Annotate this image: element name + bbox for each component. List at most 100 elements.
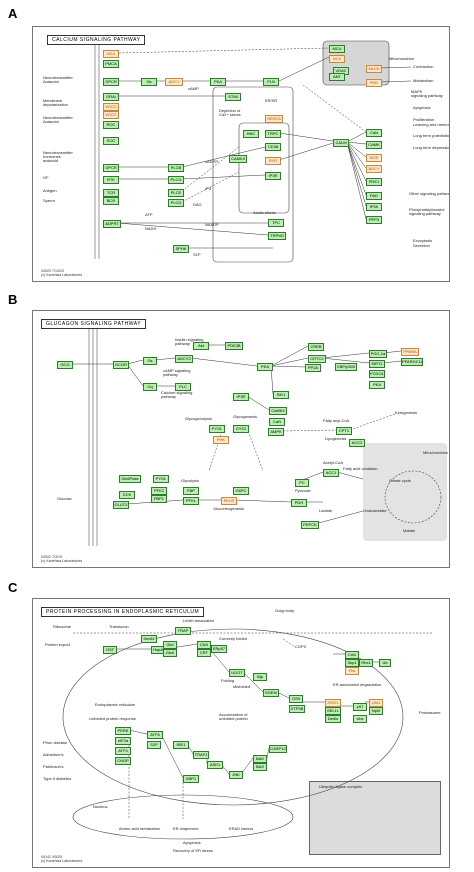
gene-node-pde1[interactable]: PDE1 <box>366 178 382 186</box>
gene-node-roc[interactable]: ROC <box>103 121 119 129</box>
gene-node-stim[interactable]: STIM <box>225 93 241 101</box>
gene-node-gcgr[interactable]: GCGR <box>113 361 129 369</box>
gene-node-s1p[interactable]: S1P <box>147 741 161 749</box>
gene-node-phk[interactable]: PHK <box>366 79 382 87</box>
gene-node-mcu[interactable]: MCU <box>329 45 345 53</box>
gene-node-acc2[interactable]: ACC2 <box>349 439 365 447</box>
gene-node-plce[interactable]: PLCE <box>168 189 184 197</box>
gene-node-ire1[interactable]: IRE1 <box>173 741 189 749</box>
gene-node-plc[interactable]: PLC <box>175 383 191 391</box>
gene-node-pgc-1a[interactable]: PGC-1a <box>369 350 387 358</box>
gene-node-cpt1[interactable]: CPT1 <box>336 427 352 435</box>
gene-node-sec61[interactable]: Sec61 <box>141 635 157 643</box>
gene-node-nos[interactable]: NOS <box>366 154 382 162</box>
gene-node-ampk[interactable]: AMPK <box>268 428 284 436</box>
gene-node-camkii[interactable]: CAMKII <box>229 155 247 163</box>
gene-node-mlck[interactable]: MLCK <box>366 65 382 73</box>
gene-node-gck[interactable]: GCK <box>119 491 135 499</box>
gene-node-pp2a[interactable]: PP2A <box>305 364 321 372</box>
gene-node-sel1l[interactable]: SEL1L <box>325 707 341 715</box>
gene-node-adcy[interactable]: ADCY <box>366 165 382 173</box>
gene-node-cul1[interactable]: Cul1 <box>345 651 359 659</box>
gene-node-pad[interactable]: PAD <box>366 192 382 200</box>
gene-node-pfk2[interactable]: PFK2 <box>151 487 167 495</box>
gene-node-trpm2[interactable]: TRPM2 <box>268 232 286 240</box>
gene-node-acc1[interactable]: ACC1 <box>323 469 339 477</box>
gene-node-glc6pase[interactable]: Glc6Pase <box>119 475 141 483</box>
gene-node-creb[interactable]: CREB <box>308 343 324 351</box>
gene-node-atf4[interactable]: ATF4 <box>115 747 131 755</box>
gene-node-npl4[interactable]: Npl4 <box>369 707 383 715</box>
gene-node-edem[interactable]: EDEM <box>263 689 279 697</box>
gene-node-tcr[interactable]: TCR <box>103 189 119 197</box>
gene-node-ip3r[interactable]: IP3R <box>233 393 249 401</box>
gene-node-hnc[interactable]: HNC <box>243 130 259 138</box>
gene-node-fbp1[interactable]: FBP1 <box>151 495 167 503</box>
gene-node-cbp-p300[interactable]: CBP/p300 <box>335 363 357 371</box>
gene-node-camkii[interactable]: CaMKII <box>269 407 287 415</box>
gene-node-sik1[interactable]: SIK1 <box>273 391 289 399</box>
gene-node-pde3b[interactable]: PDE3B <box>225 342 243 350</box>
gene-node-g6pc[interactable]: G6PC <box>233 487 249 495</box>
gene-node-calm[interactable]: CALM <box>333 139 349 147</box>
gene-node-plcg[interactable]: PLCG <box>168 176 184 184</box>
gene-node-pka[interactable]: PKA <box>210 78 226 86</box>
gene-node-can[interactable]: CaN <box>366 129 382 137</box>
gene-node-akt[interactable]: Akt <box>193 342 209 350</box>
gene-node-gys2[interactable]: GYS2 <box>233 425 249 433</box>
gene-node-vocc[interactable]: VOCC <box>103 103 119 111</box>
gene-node-ppara[interactable]: PPARA <box>401 348 419 356</box>
gene-node-atf6[interactable]: ATF6 <box>147 731 163 739</box>
gene-node-plcd[interactable]: PLCD <box>168 199 184 207</box>
gene-node-serca[interactable]: SERCA <box>265 115 283 123</box>
gene-node-gpcr[interactable]: GPCR <box>103 164 119 172</box>
gene-node-ant[interactable]: ANT <box>329 73 345 81</box>
gene-node-gs[interactable]: Gs <box>141 78 157 86</box>
gene-node-xtp3b[interactable]: XTP3B <box>289 705 305 713</box>
gene-node-ask1[interactable]: ASK1 <box>207 761 223 769</box>
gene-node-rbx1[interactable]: Rbx1 <box>359 659 373 667</box>
gene-node-gcg[interactable]: GCG <box>57 361 73 369</box>
gene-node-os9[interactable]: OS9 <box>289 695 303 703</box>
gene-node-p97[interactable]: p97 <box>353 703 367 711</box>
gene-node-ip3r[interactable]: IP3R <box>265 172 281 180</box>
gene-node-skp1[interactable]: Skp1 <box>345 659 359 667</box>
gene-node-ufd1[interactable]: Ufd1 <box>369 699 383 707</box>
gene-node-bcr[interactable]: BCR <box>103 197 119 205</box>
gene-node-pka[interactable]: PKA <box>257 363 273 371</box>
gene-node-gpcr[interactable]: GPCR <box>103 78 119 86</box>
gene-node-perk[interactable]: PERK <box>115 727 131 735</box>
gene-node-ryr[interactable]: RYR <box>265 157 281 165</box>
gene-node-crt[interactable]: CRT <box>197 649 211 657</box>
gene-node-fbs[interactable]: Fbs <box>345 667 359 675</box>
gene-node-glut2[interactable]: GLUT2 <box>113 501 129 509</box>
gene-node-bax[interactable]: BAX <box>253 763 267 771</box>
gene-node-crtc2[interactable]: CRTC2 <box>308 355 326 363</box>
gene-node-ost[interactable]: OST <box>103 646 117 654</box>
gene-node-plcb[interactable]: PLCB <box>168 164 184 172</box>
gene-node-ub[interactable]: Ub <box>379 659 391 667</box>
gene-node-jnk[interactable]: JNK <box>229 771 243 779</box>
gene-node-eif2a[interactable]: eIF2a <box>115 737 131 745</box>
gene-node-ncx[interactable]: NCX <box>329 55 345 63</box>
gene-node-pln[interactable]: PLN <box>263 78 279 86</box>
gene-node-phk[interactable]: PHK <box>213 436 229 444</box>
gene-node-derlin[interactable]: Derlin <box>325 715 341 723</box>
gene-node-ppargc1a[interactable]: PPARGC1A <box>401 358 423 366</box>
gene-node-fbp[interactable]: FBP <box>183 487 199 495</box>
gene-node-sirt1[interactable]: SIRT1 <box>369 360 385 368</box>
gene-node-rtk[interactable]: RTK <box>103 176 119 184</box>
gene-node-glci[interactable]: GlcI <box>163 641 177 649</box>
gene-node-ip3k[interactable]: IP3K <box>366 203 382 211</box>
gene-node-foxo1[interactable]: FOXO1 <box>369 370 385 378</box>
gene-node-pygl[interactable]: PYGL <box>209 425 225 433</box>
gene-node-pmca[interactable]: PMCA <box>103 60 119 68</box>
gene-node-pfkl[interactable]: PFKL <box>183 497 199 505</box>
gene-node-adcy[interactable]: ADCY <box>165 78 183 86</box>
gene-node-erp57[interactable]: ERp57 <box>211 645 227 653</box>
gene-node-glcii[interactable]: GlcII <box>163 649 177 657</box>
gene-node-pc[interactable]: PC <box>295 479 309 487</box>
gene-node-gs[interactable]: Gs <box>143 357 157 365</box>
gene-node-adprt[interactable]: ADPRT <box>103 220 121 228</box>
gene-node-pepck[interactable]: PEPCK <box>301 521 319 529</box>
